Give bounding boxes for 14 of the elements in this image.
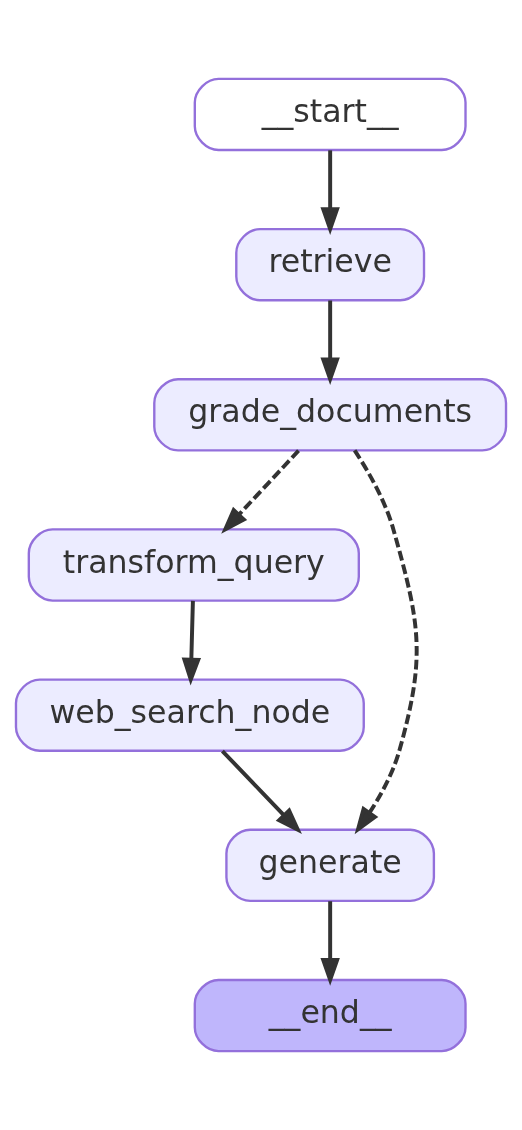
arrow (181, 600, 202, 686)
node-box: web_search_node (14, 678, 365, 752)
node-box: grade_documents (153, 378, 508, 452)
node-box: __start__ (193, 77, 467, 152)
arrow (320, 150, 340, 235)
arrow (221, 449, 300, 534)
node-box: retrieve (235, 227, 426, 302)
node-box: transform_query (27, 528, 360, 602)
arrow (352, 449, 419, 835)
arrow (320, 300, 340, 386)
node-box: generate (225, 828, 436, 903)
node-box: __end__ (193, 978, 467, 1053)
arrow (221, 749, 302, 834)
arrow (320, 901, 340, 986)
